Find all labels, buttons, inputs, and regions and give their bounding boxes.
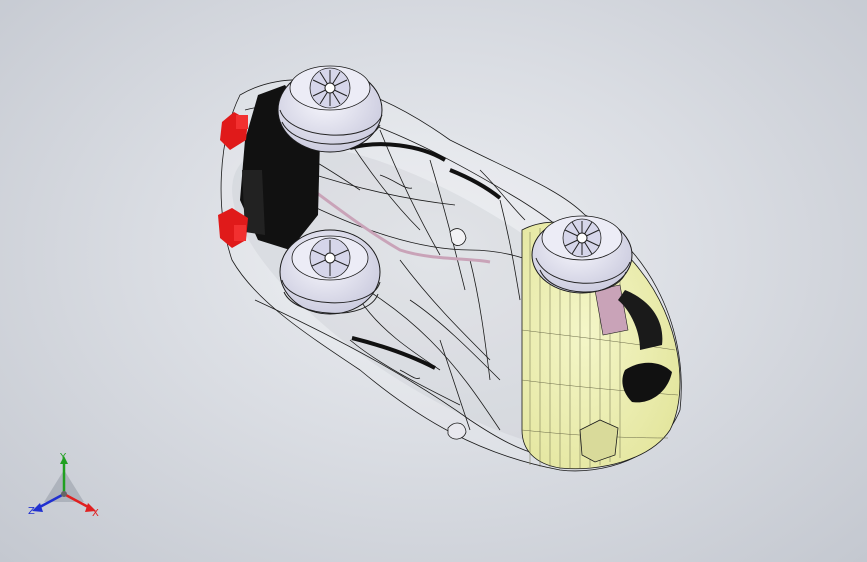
wheel-rear-right: [279, 229, 381, 315]
x-axis-label: X: [92, 508, 99, 519]
wheel-front: [531, 215, 633, 294]
triad-graphic: Y X Z: [28, 452, 99, 519]
tail-lights: [218, 112, 248, 248]
z-axis-label: Z: [28, 506, 35, 517]
y-axis-label: Y: [59, 452, 67, 463]
antenna-fin: [449, 228, 467, 246]
view-orientation-triad[interactable]: Y X Z: [24, 450, 104, 525]
tow-hook: [447, 422, 467, 440]
wheel-rear-left: [277, 65, 383, 153]
x-axis-arrow: [63, 492, 91, 510]
z-axis-arrow: [37, 492, 65, 510]
